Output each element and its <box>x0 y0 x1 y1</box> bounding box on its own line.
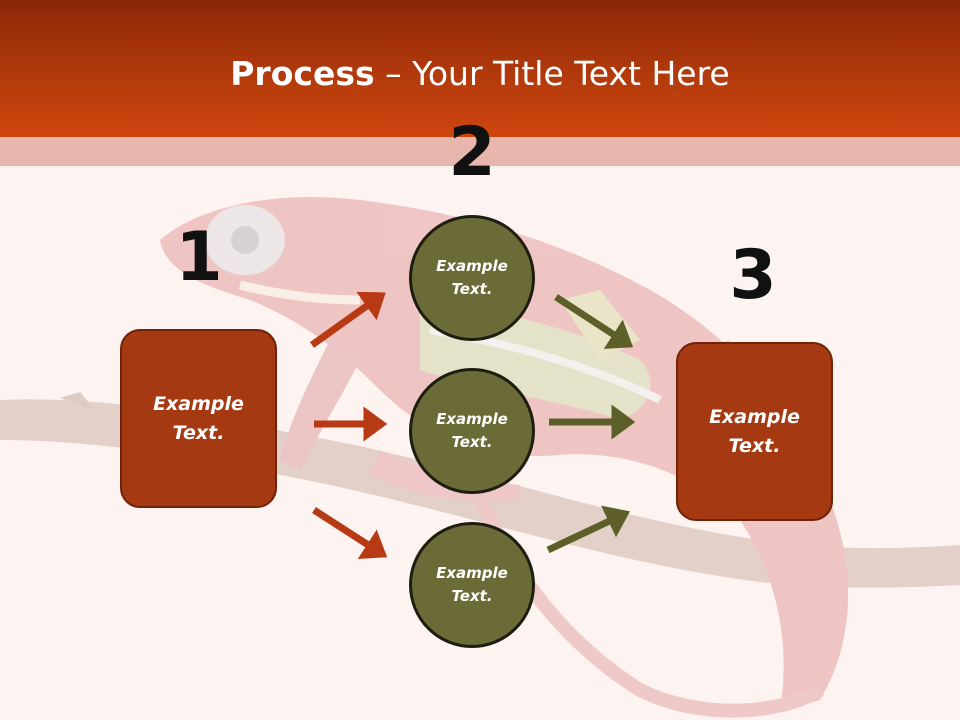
step-2-number: 2 <box>448 113 496 192</box>
step-2-circle-middle: Example Text. <box>409 368 535 494</box>
step-2-circle-bottom: Example Text. <box>409 522 535 648</box>
step-2-circle-top: Example Text. <box>409 215 535 341</box>
step-2-circle-top-text: Example Text. <box>436 257 508 298</box>
accent-band <box>0 137 960 166</box>
step-3-box: Example Text. <box>676 342 833 521</box>
step-2-circle-bottom-text: Example Text. <box>436 564 508 605</box>
step-3-text: Example Text. <box>709 405 800 457</box>
step-1-box: Example Text. <box>120 329 277 508</box>
step-1-text: Example Text. <box>153 392 244 444</box>
title-bar <box>0 0 960 137</box>
step-3-number: 3 <box>729 236 777 315</box>
step-2-circle-middle-text: Example Text. <box>436 410 508 451</box>
slide-title: Process – Your Title Text Here <box>0 52 960 96</box>
step-1-number: 1 <box>175 218 223 297</box>
title-separator: – <box>374 54 413 93</box>
title-rest: Your Title Text Here <box>412 54 730 93</box>
title-bold-part: Process <box>230 54 375 93</box>
